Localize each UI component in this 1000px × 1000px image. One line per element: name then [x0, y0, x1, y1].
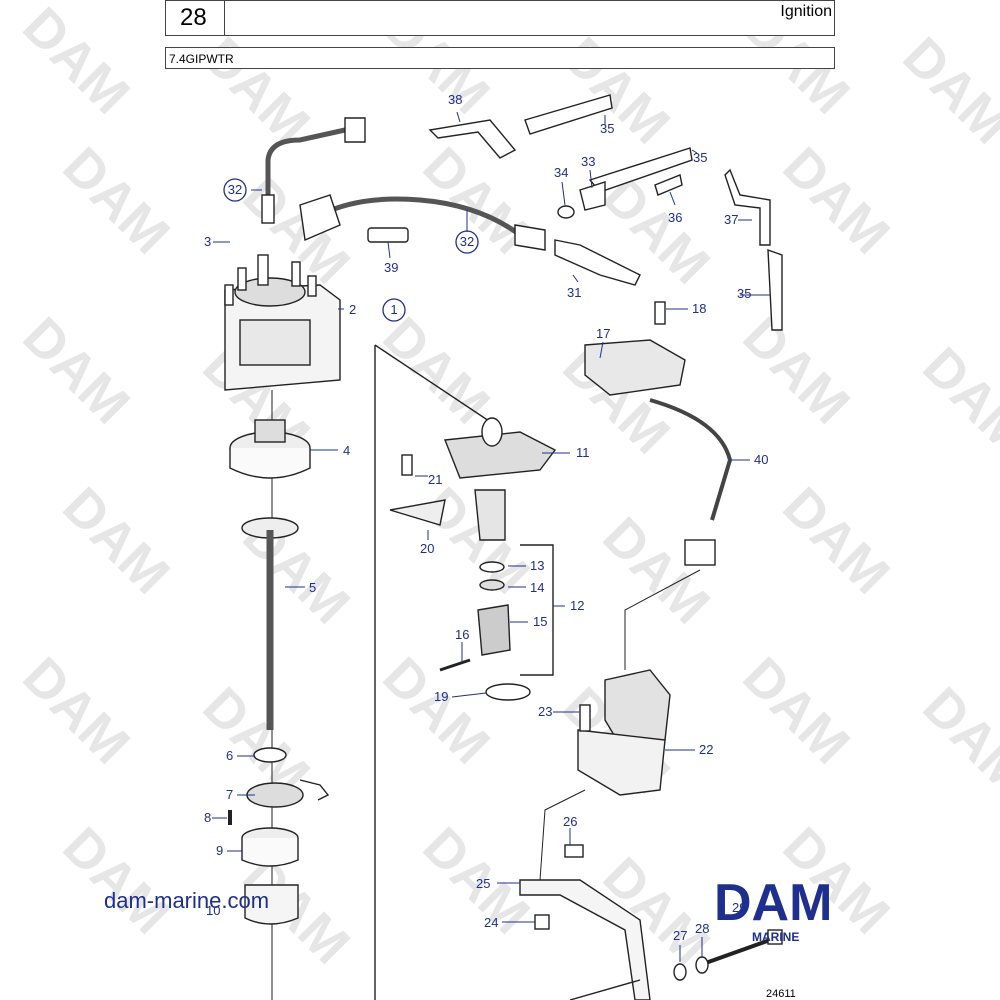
- watermark-text: DAM: [52, 816, 181, 945]
- watermark-text: DAM: [192, 26, 321, 155]
- watermark-text: DAM: [732, 306, 861, 435]
- callout-label-15: 15: [533, 614, 547, 629]
- callout-label-4: 4: [343, 443, 350, 458]
- watermark-text: DAM: [592, 506, 721, 635]
- callout-label-20: 20: [420, 541, 434, 556]
- watermark-text: DAM: [772, 136, 901, 265]
- callout-label-29: 29: [732, 900, 746, 915]
- line-art: [224, 94, 783, 1000]
- callout-label-1: 1: [390, 302, 397, 317]
- watermark-text: DAM: [892, 26, 1000, 155]
- callout-label-34: 34: [554, 165, 568, 180]
- callout-label-18: 18: [692, 301, 706, 316]
- callout-label-3: 3: [204, 234, 211, 249]
- callout-label-12: 12: [570, 598, 584, 613]
- watermark-text: DAM: [12, 0, 141, 125]
- watermark-text: DAM: [372, 646, 501, 775]
- callout-label-35a: 35: [600, 121, 614, 136]
- distributor-cap-part: [224, 254, 341, 391]
- watermark-text: DAM: [772, 476, 901, 605]
- callout-label-9: 9: [216, 843, 223, 858]
- logo-subtext: MARINE: [752, 930, 799, 944]
- callout-label-21: 21: [428, 472, 442, 487]
- callout-label-17: 17: [596, 326, 610, 341]
- dam-marine-logo: DAM MARINE: [714, 875, 832, 944]
- callout-label-13: 13: [530, 558, 544, 573]
- watermark-text: DAM: [52, 136, 181, 265]
- callout-label-38: 38: [448, 92, 462, 107]
- model-code: 7.4GIPWTR: [169, 52, 234, 66]
- callout-label-19: 19: [434, 689, 448, 704]
- callout-label-31: 31: [567, 285, 581, 300]
- callout-labels: 1234567891011121314151617181920212223242…: [204, 92, 768, 943]
- callout-label-6: 6: [226, 748, 233, 763]
- callout-label-26: 26: [563, 814, 577, 829]
- watermark-text: DAM: [52, 476, 181, 605]
- callout-label-16: 16: [455, 627, 469, 642]
- callout-label-39: 39: [384, 260, 398, 275]
- watermark-text: DAM: [732, 646, 861, 775]
- callout-label-33: 33: [581, 154, 595, 169]
- callout-label-40: 40: [754, 452, 768, 467]
- watermark-text: DAM: [552, 26, 681, 155]
- figure-number: 24611: [766, 988, 796, 1000]
- title-box: [225, 0, 835, 36]
- model-box: [165, 47, 835, 69]
- callout-label-25: 25: [476, 876, 490, 891]
- watermark-text: DAM: [12, 646, 141, 775]
- callout-label-22: 22: [699, 742, 713, 757]
- callout-label-7: 7: [226, 787, 233, 802]
- watermark-text: DAM: [912, 336, 1000, 465]
- callout-circles: [223, 178, 479, 322]
- watermark-text: DAM: [12, 306, 141, 435]
- callout-label-35c: 35: [737, 286, 751, 301]
- callout-label-23: 23: [538, 704, 552, 719]
- callout-label-8: 8: [204, 810, 211, 825]
- callout-label-24: 24: [484, 915, 498, 930]
- page-number-box: [165, 0, 225, 36]
- callout-label-27: 27: [673, 928, 687, 943]
- callout-label-32a: 32: [228, 182, 242, 197]
- page-number: 28: [180, 4, 207, 31]
- leader-lines: [212, 111, 770, 962]
- callout-label-32b: 32: [460, 234, 474, 249]
- callout-label-37: 37: [724, 212, 738, 227]
- site-url: dam-marine.com: [104, 888, 270, 913]
- callout-label-5: 5: [309, 580, 316, 595]
- callout-label-35b: 35: [693, 150, 707, 165]
- callout-label-10: 10: [206, 903, 220, 918]
- watermark-text: DAM: [912, 676, 1000, 805]
- callout-label-11: 11: [576, 445, 590, 460]
- callout-label-14: 14: [530, 580, 544, 595]
- callout-label-2: 2: [349, 302, 356, 317]
- callout-label-36: 36: [668, 210, 682, 225]
- callout-label-28: 28: [695, 921, 709, 936]
- logo-text: DAM: [714, 875, 832, 932]
- section-title: Ignition: [780, 3, 832, 20]
